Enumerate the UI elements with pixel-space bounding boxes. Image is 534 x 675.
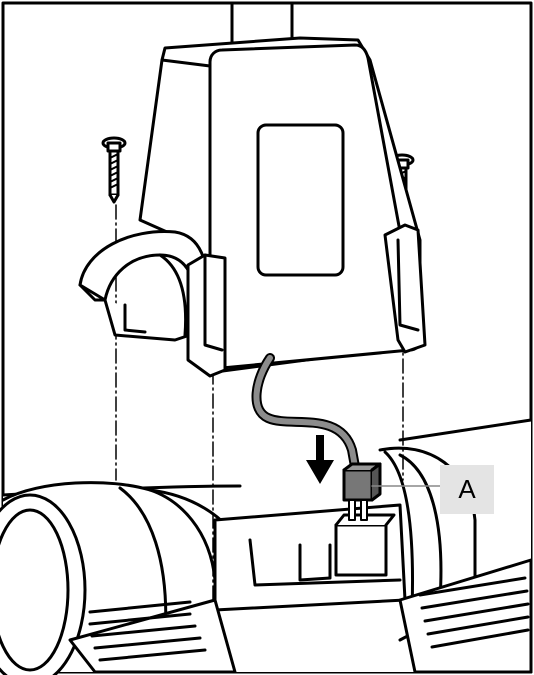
callout-box: A (440, 465, 494, 514)
down-arrow-icon (306, 435, 334, 484)
power-cable (251, 353, 361, 477)
plug-connector (342, 462, 382, 521)
callout-label: A (458, 474, 476, 504)
screw-icon (101, 136, 127, 204)
handle-housing (78, 1, 427, 378)
